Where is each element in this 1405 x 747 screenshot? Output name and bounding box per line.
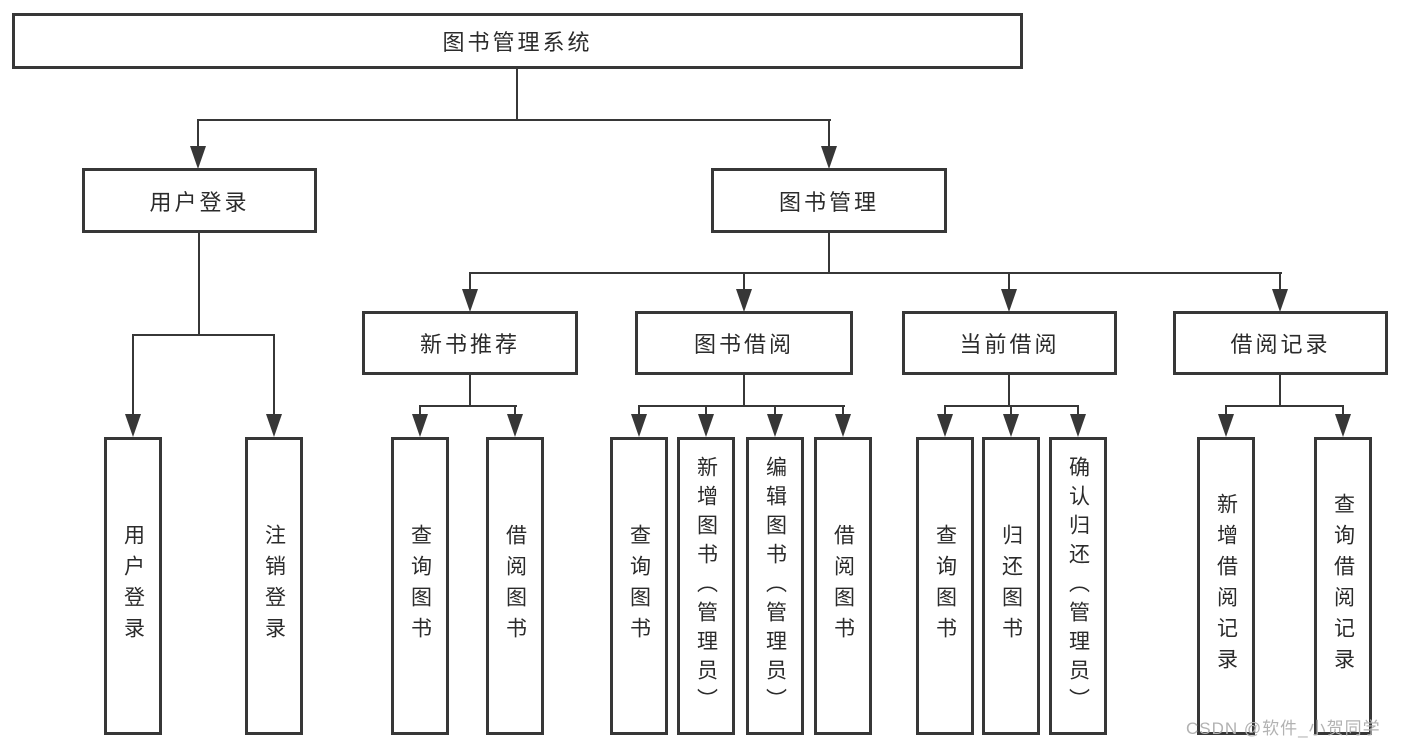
leaf-query-borrow-record: 查询借阅记录 [1314,437,1372,735]
arrow-down-icon [835,414,851,437]
connector-line [1010,405,1012,414]
connector-line [1342,405,1344,414]
connector-line [705,405,707,414]
connector-line [1008,375,1010,407]
leaf-query-books-borrowing: 查询图书 [610,437,668,735]
connector-line [944,405,946,414]
arrow-down-icon [698,414,714,437]
connector-line [1279,272,1281,290]
csdn-watermark: CSDN @软件_小贺同学 [1186,719,1381,738]
node-book-borrowing: 图书借阅 [635,311,853,375]
connector-line [197,119,199,147]
connector-line [197,119,831,121]
connector-line [1077,405,1079,414]
leaf-borrow-books-recommend: 借阅图书 [486,437,544,735]
arrow-down-icon [767,414,783,437]
leaf-borrow-books-borrowing: 借阅图书 [814,437,872,735]
arrow-down-icon [190,146,206,169]
arrow-down-icon [1218,414,1234,437]
connector-line [1279,375,1281,407]
connector-line [828,233,830,274]
node-borrowing-records: 借阅记录 [1173,311,1388,375]
connector-line [743,375,745,407]
connector-line [743,272,745,290]
connector-line [198,233,200,336]
leaf-add-borrow-record: 新增借阅记录 [1197,437,1255,735]
connector-line [1008,272,1010,290]
leaf-logout: 注销登录 [245,437,303,735]
arrow-down-icon [1003,414,1019,437]
leaf-query-books-recommend: 查询图书 [391,437,449,735]
arrow-down-icon [125,414,141,437]
connector-line [419,405,421,414]
leaf-query-books-current: 查询图书 [916,437,974,735]
connector-line [1225,405,1344,407]
arrow-down-icon [736,289,752,312]
node-new-book-recommendation: 新书推荐 [362,311,578,375]
node-library-management-system: 图书管理系统 [12,13,1023,69]
arrow-down-icon [1070,414,1086,437]
arrow-down-icon [266,414,282,437]
connector-line [132,334,275,336]
connector-line [273,334,275,415]
node-book-management: 图书管理 [711,168,947,233]
connector-line [469,375,471,407]
leaf-add-books-admin: 新增图书（管理员） [677,437,735,735]
connector-line [842,405,844,414]
connector-line [638,405,640,414]
arrow-down-icon [412,414,428,437]
node-current-borrowing: 当前借阅 [902,311,1117,375]
leaf-return-books: 归还图书 [982,437,1040,735]
leaf-confirm-return-admin: 确认归还（管理员） [1049,437,1107,735]
node-user-login: 用户登录 [82,168,317,233]
leaf-user-login: 用户登录 [104,437,162,735]
arrow-down-icon [631,414,647,437]
connector-line [516,69,518,121]
arrow-down-icon [1001,289,1017,312]
arrow-down-icon [1335,414,1351,437]
connector-line [469,272,1282,274]
arrow-down-icon [462,289,478,312]
connector-line [419,405,517,407]
connector-line [1225,405,1227,414]
arrow-down-icon [821,146,837,169]
leaf-edit-books-admin: 编辑图书（管理员） [746,437,804,735]
connector-line [828,119,830,147]
connector-line [132,334,134,415]
arrow-down-icon [507,414,523,437]
arrow-down-icon [1272,289,1288,312]
connector-line [514,405,516,414]
connector-line [469,272,471,290]
connector-line [638,405,845,407]
arrow-down-icon [937,414,953,437]
connector-line [774,405,776,414]
